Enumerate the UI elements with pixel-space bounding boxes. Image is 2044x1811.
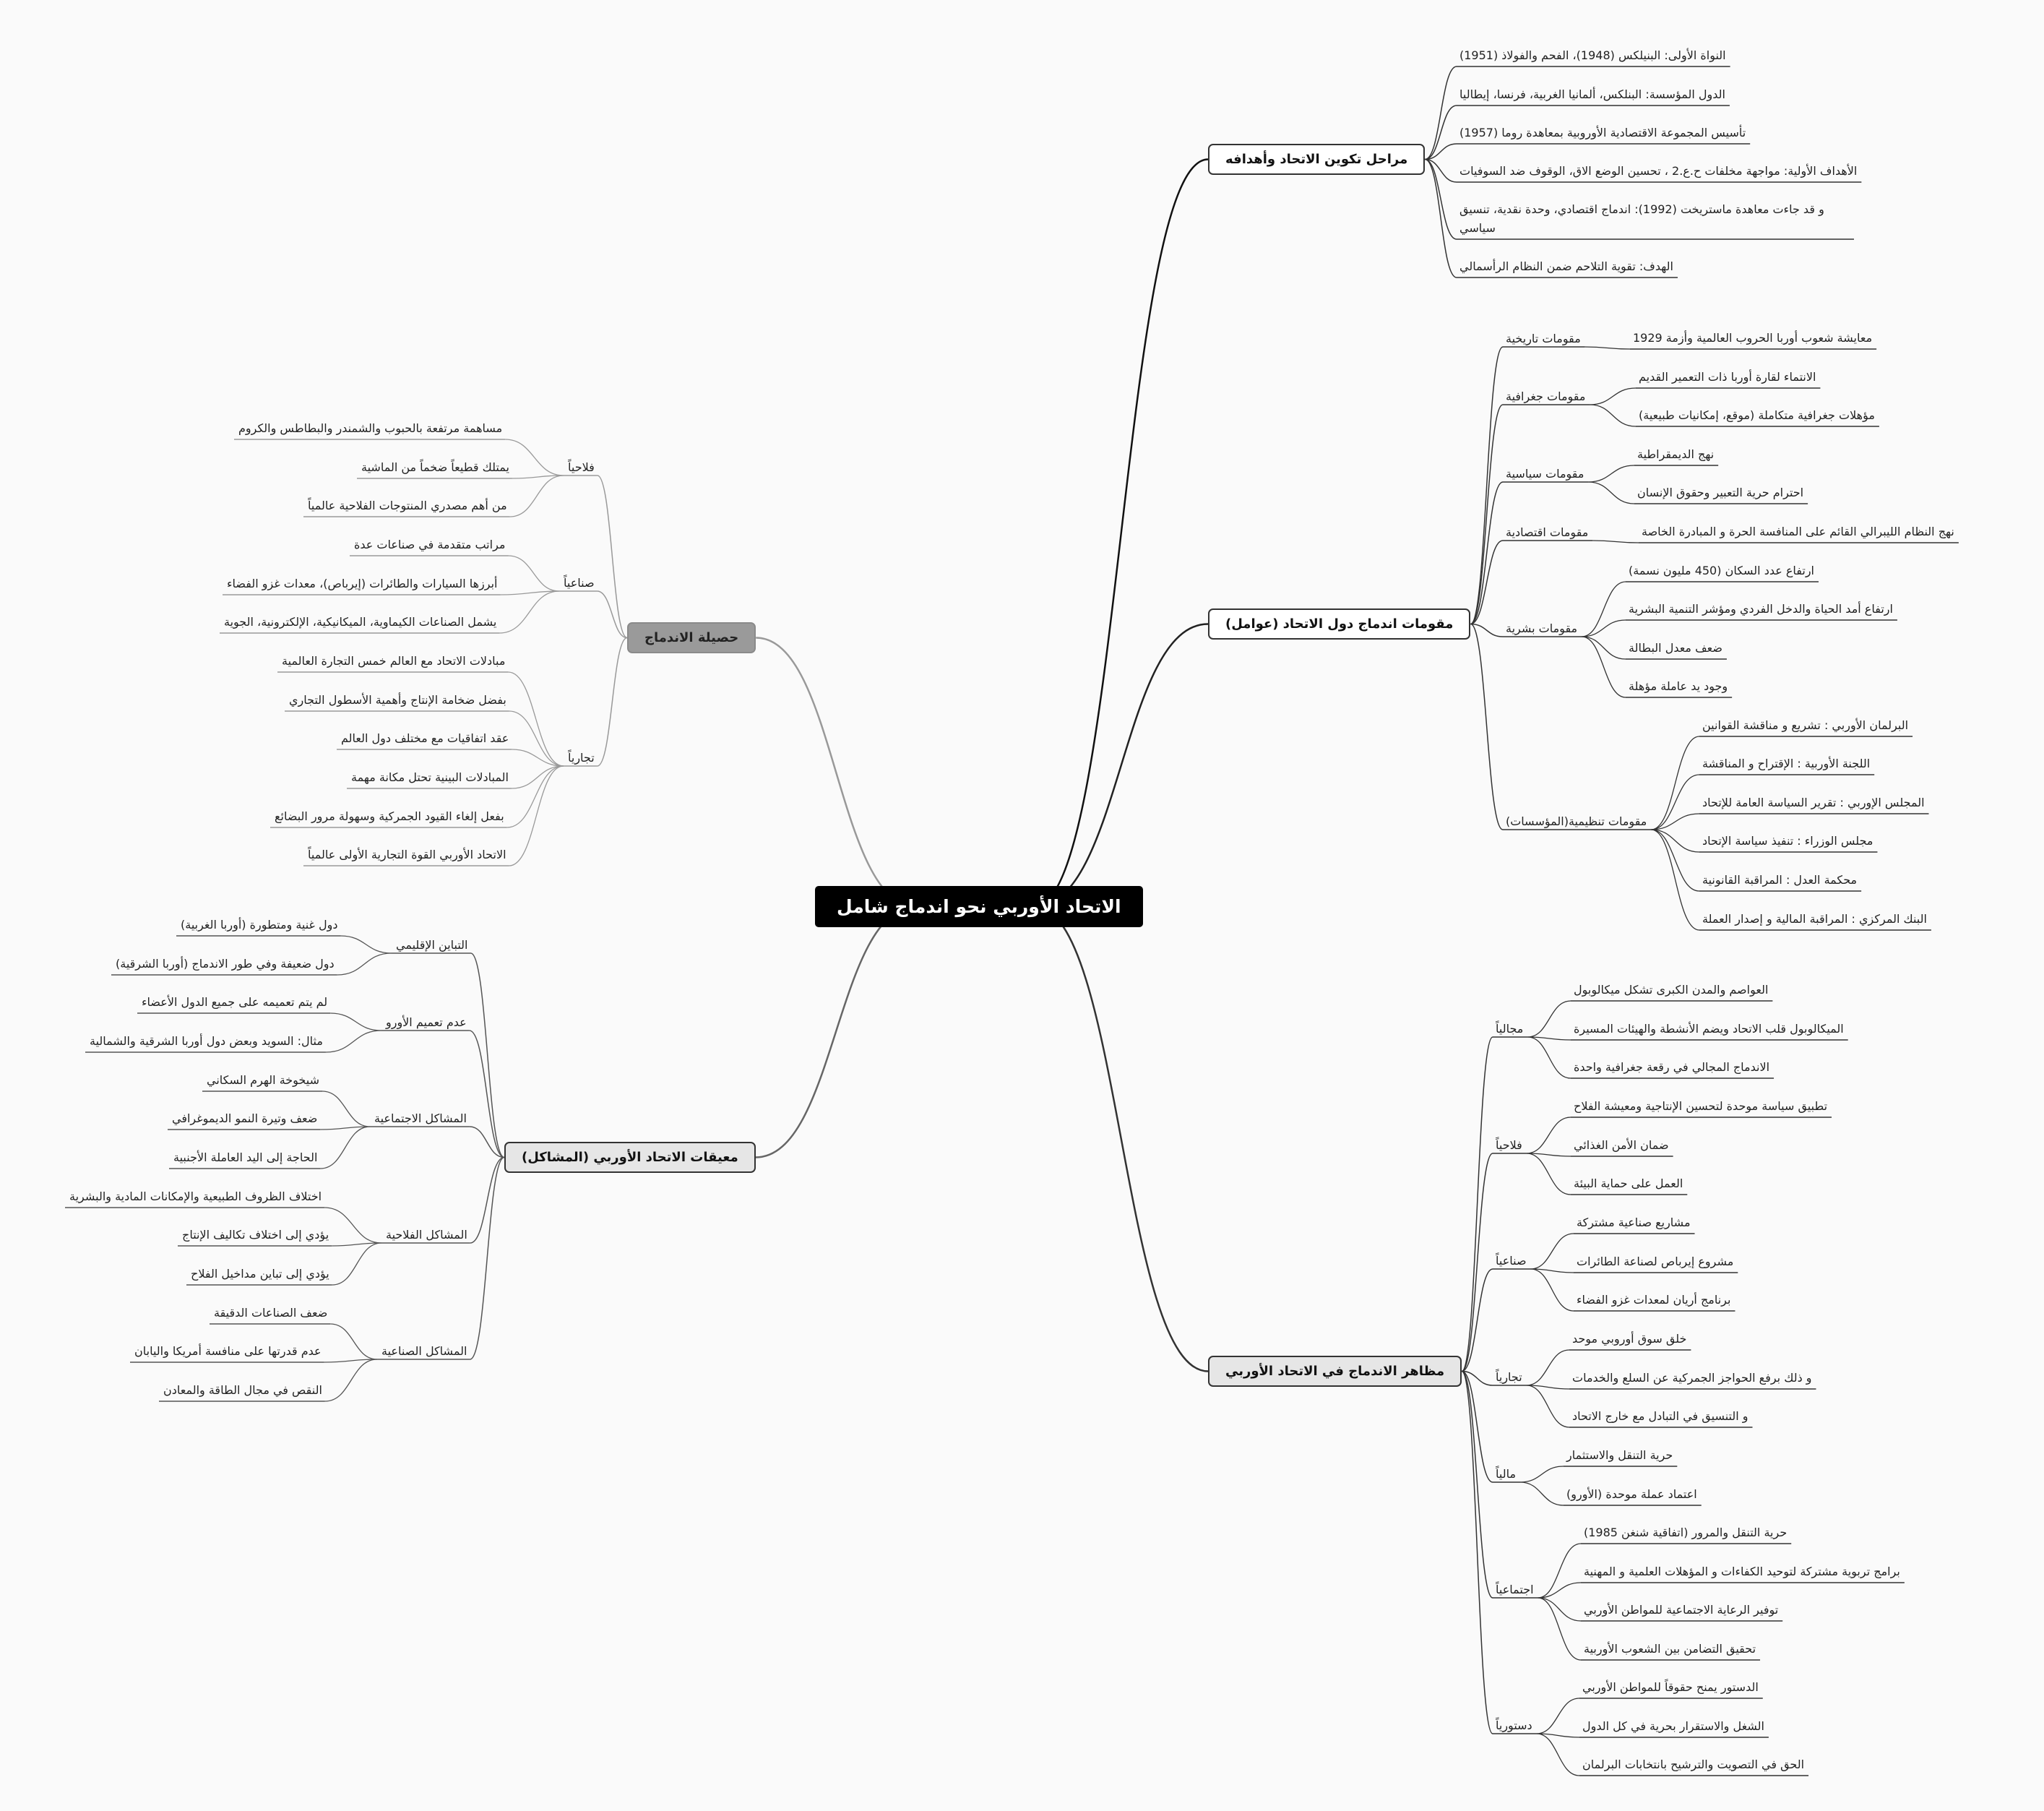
list-item: و ذلك برفع الحواجز الجمركية عن السلع وال… — [1572, 1371, 1812, 1385]
list-item: ضعف وتيرة النمو الديموغرافي — [172, 1111, 318, 1125]
sub-social[interactable]: اجتماعياً — [1496, 1583, 1534, 1596]
list-item: اختلاف الظروف الطبيعية والإمكانات المادي… — [69, 1190, 322, 1203]
root-topic[interactable]: الاتحاد الأوربي نحو اندماج شامل — [815, 886, 1143, 927]
list-item: و التنسيق في التبادل مع خارج الاتحاد — [1572, 1409, 1748, 1423]
list-item: تطبيق سياسة موحدة لتحسين الإنتاجية ومعيش… — [1574, 1099, 1828, 1113]
list-item: بفعل إلغاء القيود الجمركية وسهولة مرور ا… — [275, 809, 504, 823]
list-item: الانتماء لقارة أوربا ذات التعمير القديم — [1639, 370, 1816, 384]
list-item: يشمل الصناعات الكيماوية، الميكانيكية، ال… — [224, 615, 497, 629]
sub-agri[interactable]: فلاحياً — [568, 460, 595, 474]
list-item: و قد جاءت معاهدة ماستريخت (1992): اندماج… — [1459, 202, 1824, 235]
branch-obstacles[interactable]: معيقات الاتحاد الأوربي (المشاكل) — [504, 1142, 756, 1173]
sub-historical[interactable]: مقومات تاريخية — [1506, 332, 1581, 345]
list-item: مثال: السويد وبعض دول أوربا الشرقية والش… — [90, 1034, 323, 1048]
list-item: مبادلات الاتحاد مع العالم خمس التجارة ال… — [282, 654, 506, 668]
list-item: برنامج أريان لمعدات غزو الفضاء — [1577, 1293, 1731, 1307]
list-item: الهدف: تقوية التلاحم ضمن النظام الرأسمال… — [1459, 259, 1673, 273]
list-item: أبرزها السيارات والطائرات (إيرباص)، معدا… — [227, 577, 498, 590]
list-item: حرية التنقل والمرور (اتفاقية شنغن 1985) — [1584, 1526, 1788, 1539]
sub-economic[interactable]: مقومات اقتصادية — [1506, 525, 1589, 539]
sub-institutional[interactable]: مقومات تنظيمية(المؤسسات) — [1506, 814, 1647, 828]
list-item: لم يتم تعميمه على جميع الدول الأعضاء — [142, 995, 328, 1009]
list-item: الحاجة إلى اليد العاملة الأجنبية — [173, 1150, 318, 1164]
sub-regional[interactable]: التباين الإقليمي — [396, 938, 468, 952]
list-item: معايشة شعوب أوربا الحروب العالمية وأزمة … — [1633, 331, 1873, 345]
list-item: الحق في التصويت والترشيح بانتخابات البرل… — [1582, 1758, 1805, 1771]
list-item: مؤهلات جغرافية متكاملة (موقع، إمكانيات ط… — [1639, 408, 1875, 422]
list-item: دول غنية ومتطورة (أوربا الغربية) — [181, 918, 338, 932]
sub-industrial[interactable]: صناعياً — [564, 576, 595, 590]
list-item: الدستور يمنح حقوقاً للمواطن الأوربي — [1582, 1680, 1759, 1694]
list-item: البنك المركزي : المراقبة المالية و إصدار… — [1702, 912, 1927, 926]
list-item: يؤدي إلى تباين مداخيل الفلاح — [191, 1267, 329, 1281]
list-item: العواصم والمدن الكبرى تشكل ميكالوبول — [1574, 983, 1769, 997]
list-item: الدول المؤسسة: البنلكس، ألمانيا الغربية،… — [1459, 87, 1725, 101]
list-item: يمتلك قطيعاً ضخماً من الماشية — [361, 460, 509, 474]
list-item: برامج تربوية مشتركة لتوحيد الكفاءات و ال… — [1584, 1565, 1900, 1578]
sub-spatial[interactable]: مجالياً — [1496, 1022, 1524, 1036]
list-item: ارتفاع أمد الحياة والدخل الفردي ومؤشر ال… — [1629, 602, 1893, 616]
list-item: ارتفاع عدد السكان (450 مليون نسمة) — [1629, 564, 1814, 577]
list-item: خلق سوق أوروبي موحد — [1572, 1332, 1687, 1346]
list-item: توفير الرعاية الاجتماعية للمواطن الأوربي — [1584, 1603, 1779, 1617]
list-item: العمل على حماية البيئة — [1574, 1176, 1683, 1190]
list-item: ضعف الصناعات الدقيقة — [214, 1306, 328, 1320]
sub-agri[interactable]: المشاكل الفلاحية — [386, 1228, 467, 1242]
sub-social[interactable]: المشاكل الاجتماعية — [374, 1111, 467, 1125]
list-item: حرية التنقل والاستثمار — [1566, 1448, 1673, 1462]
list-item: شيخوخة الهرم السكاني — [207, 1073, 319, 1087]
list-item: النواة الأولى: البنيلكس (1948)، الفحم وا… — [1459, 48, 1726, 62]
list-item: دول ضعيفة وفي طور الاندماج (أوربا الشرقي… — [116, 957, 335, 971]
list-item: ضعف معدل البطالة — [1629, 641, 1722, 655]
list-item: النقص في مجال الطاقة والمعادن — [163, 1383, 322, 1397]
list-item: تحقيق التضامن بين الشعوب الأوربية — [1584, 1642, 1756, 1656]
list-item: مشروع إيرباص لصناعة الطائرات — [1577, 1255, 1734, 1268]
list-item: نهج الديمقراطية — [1637, 447, 1715, 461]
list-item: الأهداف الأولية: مواجهة مخلفات ح.ع.2 ، ت… — [1459, 164, 1858, 178]
list-item: عقد اتفاقيات مع مختلف دول العالم — [341, 731, 509, 745]
list-item: احترام حرية التعبير وحقوق الإنسان — [1637, 486, 1804, 499]
branch-stages[interactable]: مراحل تكوين الاتحاد وأهدافه — [1208, 144, 1426, 175]
branch-aspects[interactable]: مظاهر الاندماج في الاتحاد الأوربي — [1208, 1356, 1462, 1387]
sub-industrial[interactable]: المشاكل الصناعية — [381, 1344, 467, 1358]
list-item: نهج النظام الليبرالي القائم على المنافسة… — [1642, 525, 1954, 538]
sub-commercial[interactable]: تجارياً — [1496, 1370, 1522, 1384]
sub-geographic[interactable]: مقومات جغرافية — [1506, 390, 1586, 403]
list-item: من أهم مصدري المنتوجات الفلاحية عالمياً — [308, 499, 507, 512]
list-item: وجود يد عاملة مؤهلة — [1629, 679, 1728, 693]
list-item: ضمان الأمن الغذائي — [1574, 1138, 1669, 1152]
list-item: تأسيس المجموعة الاقتصادية الأوروبية بمعا… — [1459, 126, 1746, 139]
list-item: المجلس الإوربي : تقرير السياسة العامة لل… — [1702, 796, 1925, 809]
list-item: محكمة العدل : المراقبة القانونية — [1702, 873, 1858, 887]
branch-factors[interactable]: مقومات اندماج دول الاتحاد (عوامل) — [1208, 608, 1471, 640]
list-item: اللجنة الأوربية : الإقتراح و المناقشة — [1702, 757, 1871, 770]
list-item: الاندماج المجالي في رقعة جغرافية واحدة — [1574, 1060, 1770, 1074]
list-item: البرلمان الأوربي : تشريع و مناقشة القوان… — [1702, 718, 1909, 732]
sub-constitutional[interactable]: دستورياً — [1496, 1718, 1532, 1732]
sub-human[interactable]: مقومات بشرية — [1506, 621, 1578, 635]
list-item: بفضل ضخامة الإنتاج وأهمية الأسطول التجار… — [289, 693, 506, 707]
sub-financial[interactable]: مالياً — [1496, 1467, 1517, 1481]
sub-political[interactable]: مقومات سياسية — [1506, 467, 1584, 481]
list-item: الشغل والاستقرار بحرية في كل الدول — [1582, 1719, 1764, 1733]
sub-euro[interactable]: عدم تعميم الأورو — [386, 1015, 467, 1029]
list-item: مساهمة مرتفعة بالحبوب والشمندر والبطاطس … — [238, 421, 503, 435]
list-item: مراتب متقدمة في صناعات عدة — [354, 538, 506, 551]
sub-commercial[interactable]: تجارياً — [568, 751, 595, 765]
list-item: اعتماد عملة موحدة (الأورو) — [1566, 1487, 1697, 1501]
list-item: يؤدي إلى اختلاف تكاليف الإنتاج — [182, 1228, 329, 1242]
sub-industrial[interactable]: صناعياً — [1496, 1254, 1527, 1268]
list-item: عدم قدرتها على منافسة أمريكا واليابان — [134, 1344, 322, 1358]
list-item: المبادلات البينية تحتل مكانة مهمة — [351, 770, 509, 784]
sub-agri[interactable]: فلاحياً — [1496, 1138, 1522, 1152]
list-item: الاتحاد الأوربي القوة التجارية الأولى عا… — [308, 848, 506, 861]
list-item: الميكالوبول قلب الاتحاد ويضم الأنشطة وال… — [1574, 1022, 1844, 1036]
list-item: مجلس الوزراء : تنفيذ سياسة الإتحاد — [1702, 834, 1873, 848]
list-item: مشاريع صناعية مشتركة — [1577, 1216, 1691, 1229]
branch-results[interactable]: حصيلة الاندماج — [627, 622, 756, 653]
